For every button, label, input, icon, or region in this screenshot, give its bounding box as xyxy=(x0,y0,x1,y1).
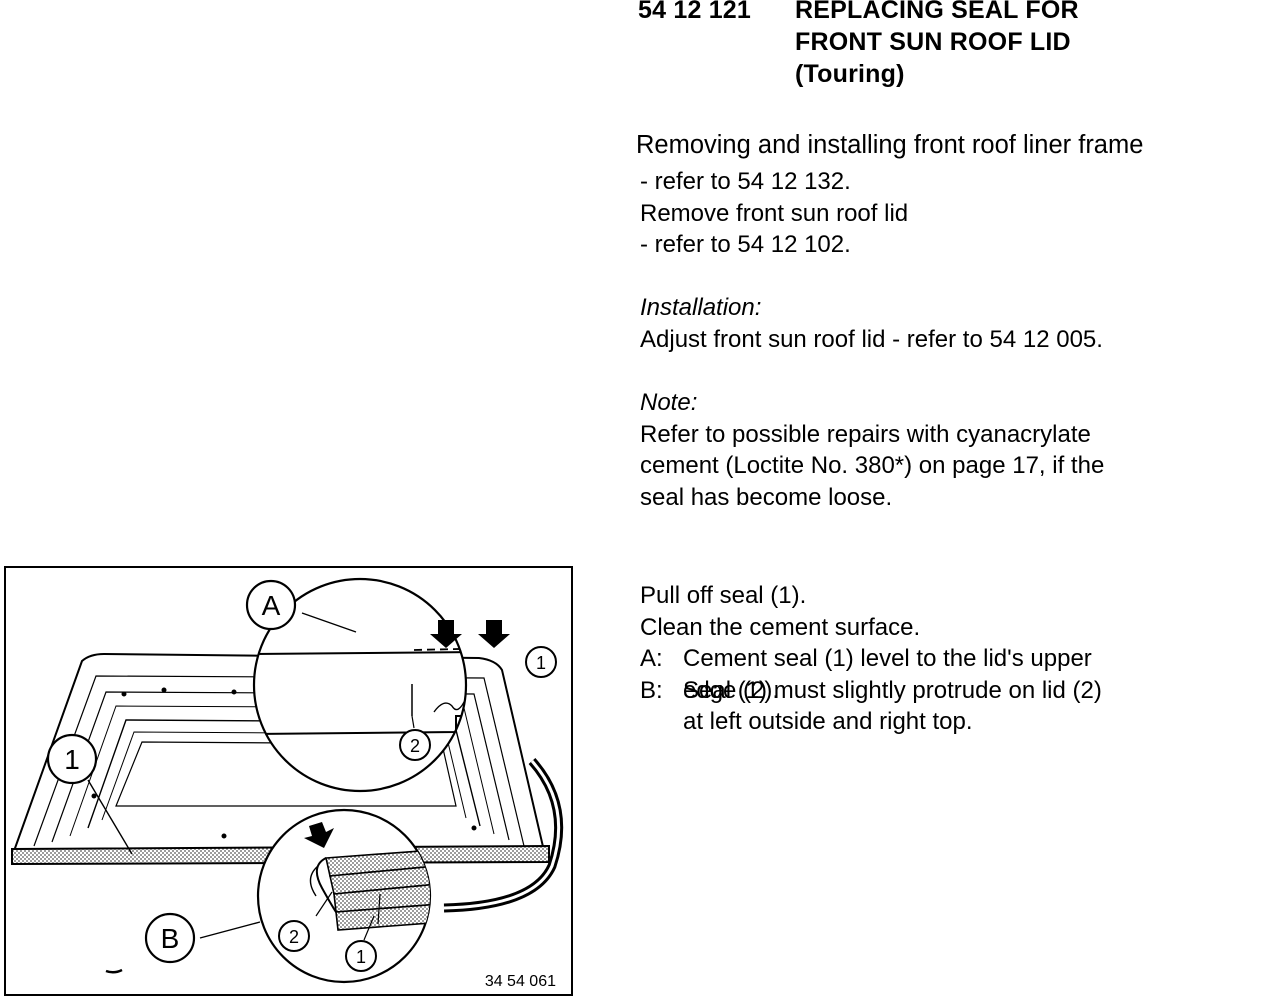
callout-1-detail-b: 1 xyxy=(345,940,377,972)
intro-lead: Removing and installing front roof liner… xyxy=(636,131,1144,159)
callout-a: A xyxy=(245,579,297,631)
note-label: Note: xyxy=(640,389,698,416)
step-line: edge (2). xyxy=(683,676,780,704)
callout-2-detail-a: 2 xyxy=(399,729,431,761)
step-label: A: xyxy=(640,645,663,672)
leader-line xyxy=(199,921,261,939)
note-line: Refer to possible repairs with cyanacryl… xyxy=(640,420,1091,448)
intro-line: Remove front sun roof lid xyxy=(640,199,909,227)
svg-text:A: A xyxy=(262,590,281,621)
svg-text:1: 1 xyxy=(536,653,546,673)
step-b: B: Seal (1) must slightly protrude on li… xyxy=(640,675,1102,736)
note-line: seal has become loose. xyxy=(640,483,893,511)
intro-references: - refer to 54 12 132. Remove front sun r… xyxy=(640,166,908,261)
leader-line xyxy=(301,612,357,633)
arrow-down-icon xyxy=(304,822,334,848)
step-label: B: xyxy=(640,676,663,704)
installation-label: Installation: xyxy=(640,294,762,321)
svg-text:1: 1 xyxy=(356,947,366,967)
title-line: REPLACING SEAL FOR xyxy=(795,0,1079,24)
arrow-down-icon xyxy=(430,620,462,648)
procedure-line: Clean the cement surface. xyxy=(640,613,921,641)
section-code: 54 12 121 xyxy=(638,0,752,24)
svg-text:2: 2 xyxy=(410,736,420,756)
callout-2-detail-b: 2 xyxy=(278,920,310,952)
section-title: REPLACING SEAL FOR FRONT SUN ROOF LID (T… xyxy=(795,0,1079,90)
leader-line xyxy=(315,891,333,917)
callout-b: B xyxy=(144,912,196,964)
callout-1-main: 1 xyxy=(46,733,98,785)
svg-text:B: B xyxy=(161,923,180,954)
seal-figure: A B 1 1 2 2 1 34 54 061 xyxy=(4,566,574,996)
figure-code: 34 54 061 xyxy=(485,973,556,990)
cable-highlight xyxy=(443,760,561,910)
svg-text:2: 2 xyxy=(289,927,299,947)
callout-1-detail-a: 1 xyxy=(525,646,557,678)
intro-line: - refer to 54 12 102. xyxy=(640,231,851,258)
step-a: A: Cement seal (1) level to the lid's up… xyxy=(640,643,1102,704)
scan-mark xyxy=(105,968,123,974)
leader-line xyxy=(87,779,133,855)
title-line: (Touring) xyxy=(795,60,905,88)
installation-block: Installation: Adjust front sun roof lid … xyxy=(640,292,1103,355)
step-line: Cement seal (1) level to the lid's upper xyxy=(683,645,1092,672)
seal-illustration: A B 1 1 2 2 1 34 54 061 xyxy=(4,566,573,996)
svg-text:1: 1 xyxy=(64,744,80,775)
arrow-down-icon xyxy=(478,620,510,648)
title-line: FRONT SUN ROOF LID xyxy=(795,28,1071,56)
procedure-block: Pull off seal (1). Clean the cement surf… xyxy=(640,580,1102,736)
note-line: cement (Loctite No. 380*) on page 17, if… xyxy=(640,452,1105,479)
step-line: at left outside and right top. xyxy=(683,708,973,735)
intro-line: - refer to 54 12 132. xyxy=(640,168,851,195)
step-line: Seal (1) must slightly protrude on lid (… xyxy=(683,676,1102,704)
note-block: Note: Refer to possible repairs with cya… xyxy=(640,387,1104,513)
leader-line xyxy=(363,915,375,941)
installation-text: Adjust front sun roof lid - refer to 54 … xyxy=(640,325,1103,353)
procedure-line: Pull off seal (1). xyxy=(640,582,807,609)
leader-line xyxy=(411,715,415,729)
